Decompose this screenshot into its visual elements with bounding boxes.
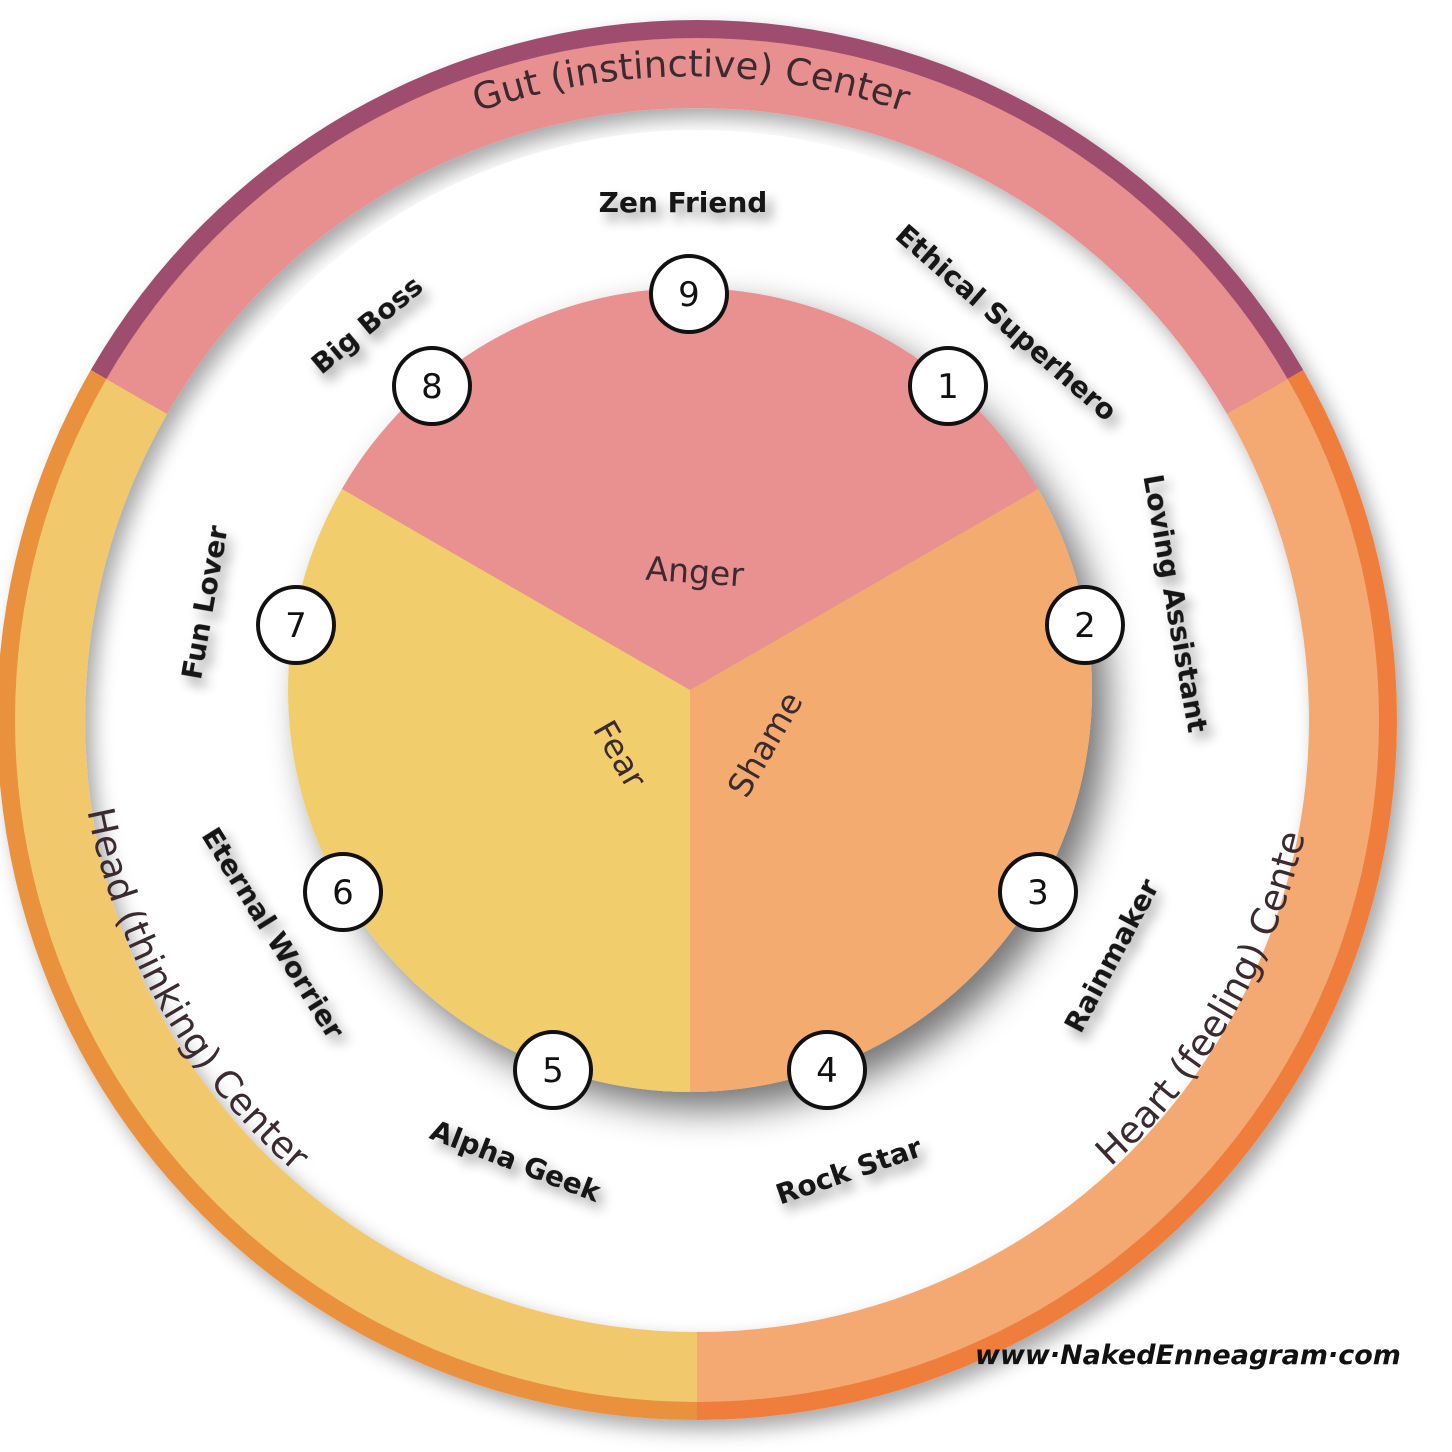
type-2-badge: 2 (1045, 585, 1125, 665)
type-3-number: 3 (1027, 873, 1049, 913)
type-8-badge: 8 (392, 346, 472, 426)
type-6-badge: 6 (303, 852, 383, 932)
type-7-badge: 7 (256, 585, 336, 665)
type-4-number: 4 (816, 1051, 838, 1091)
shame-sector (690, 489, 1092, 1092)
type-3-badge: 3 (998, 852, 1078, 932)
type-5-number: 5 (542, 1051, 564, 1091)
type-1-number: 1 (937, 367, 959, 407)
head-center-segment (14, 379, 698, 1402)
type-9-name: Zen Friend (599, 186, 768, 219)
type-2-number: 2 (1074, 606, 1096, 646)
type-6-number: 6 (332, 873, 354, 913)
center-ring (0, 20, 1397, 1420)
heart-center-segment-edge (697, 370, 1397, 1420)
type-number-circles: 1 2 3 4 5 6 7 8 (256, 254, 1125, 1110)
type-7-number: 7 (285, 606, 307, 646)
gut-center-segment (106, 38, 1288, 414)
type-5-badge: 5 (513, 1030, 593, 1110)
anger-label: Anger (644, 549, 745, 595)
fear-sector (287, 489, 690, 1092)
type-1-badge: 1 (908, 346, 988, 426)
type-4-badge: 4 (787, 1030, 867, 1110)
type-9-badge: 9 (649, 254, 729, 334)
type-8-number: 8 (421, 367, 443, 407)
website-url: www·NakedEnneagram·com (975, 1340, 1401, 1371)
emotion-pie (287, 288, 1092, 1092)
type-9-number: 9 (678, 275, 700, 315)
heart-center-segment (697, 379, 1379, 1402)
